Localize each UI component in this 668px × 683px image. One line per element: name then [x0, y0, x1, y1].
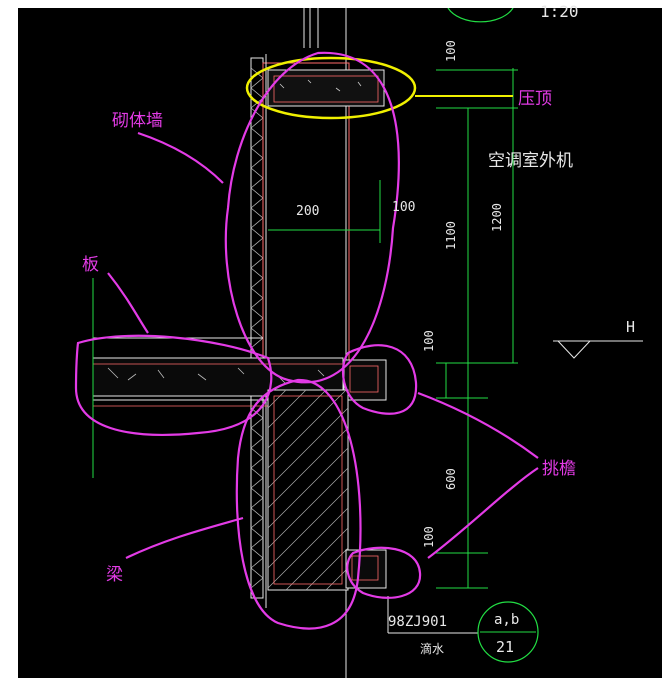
detail-note: 滴水 — [420, 642, 445, 656]
beam-leader — [125, 516, 244, 559]
dim-200: 200 — [296, 204, 320, 219]
scale-circle — [447, 8, 514, 23]
level-marker — [557, 340, 591, 359]
dim-top-100: 100 — [444, 40, 458, 62]
label-level-h: H — [626, 318, 636, 336]
beam-annotation-loop — [235, 378, 362, 630]
detail-ref-num: 21 — [496, 638, 515, 656]
cornice-upper — [343, 359, 387, 401]
cornice-upper-inner — [349, 365, 379, 393]
cornice-upper-loop — [341, 344, 418, 415]
slab-leader — [107, 272, 149, 334]
cornice-lower-inner — [351, 555, 379, 581]
dim-1100: 1100 — [444, 221, 458, 250]
detail-std: 98ZJ901 — [388, 614, 448, 630]
beam-hatch — [267, 389, 349, 591]
dim-1200: 1200 — [490, 203, 504, 232]
dim-side-100: 100 — [392, 200, 416, 215]
label-beam: 梁 — [106, 565, 123, 585]
annotation-marks — [74, 51, 539, 630]
coping-section — [267, 69, 385, 107]
detail-ref-circle — [477, 601, 539, 663]
dim-mid-100: 100 — [422, 330, 436, 352]
slab-annotation-loop — [74, 334, 273, 436]
label-masonry-wall: 砌体墙 — [112, 111, 163, 131]
label-scale: 1:20 — [540, 2, 579, 21]
coping-highlight — [245, 56, 417, 120]
section-drawing — [74, 8, 643, 678]
label-ac-unit: 空调室外机 — [488, 151, 573, 171]
wall-leader — [137, 131, 224, 184]
label-cornice: 挑檐 — [542, 459, 576, 479]
coping-inner — [273, 75, 379, 103]
cornice-leader-2 — [427, 467, 539, 559]
wall-hatch — [250, 57, 264, 599]
concrete-marks — [107, 367, 325, 385]
label-coping: 压顶 — [518, 89, 552, 109]
wall-hatch-pattern — [250, 407, 264, 589]
label-slab: 板 — [82, 255, 99, 275]
dim-low-100: 100 — [422, 526, 436, 548]
cad-drawing-canvas: 砌体墙 压顶 板 梁 挑檐 空调室外机 H 1:20 200 100 100 1… — [18, 2, 662, 678]
wall-hatch-pattern — [250, 67, 264, 349]
concrete-marks — [279, 79, 362, 92]
dim-600: 600 — [444, 468, 458, 490]
detail-ref-top: a,b — [494, 612, 520, 628]
beam-inner — [273, 395, 343, 585]
beam-section — [267, 389, 349, 591]
cornice-lower-loop — [346, 546, 422, 599]
cornice-leader-1 — [417, 391, 539, 459]
